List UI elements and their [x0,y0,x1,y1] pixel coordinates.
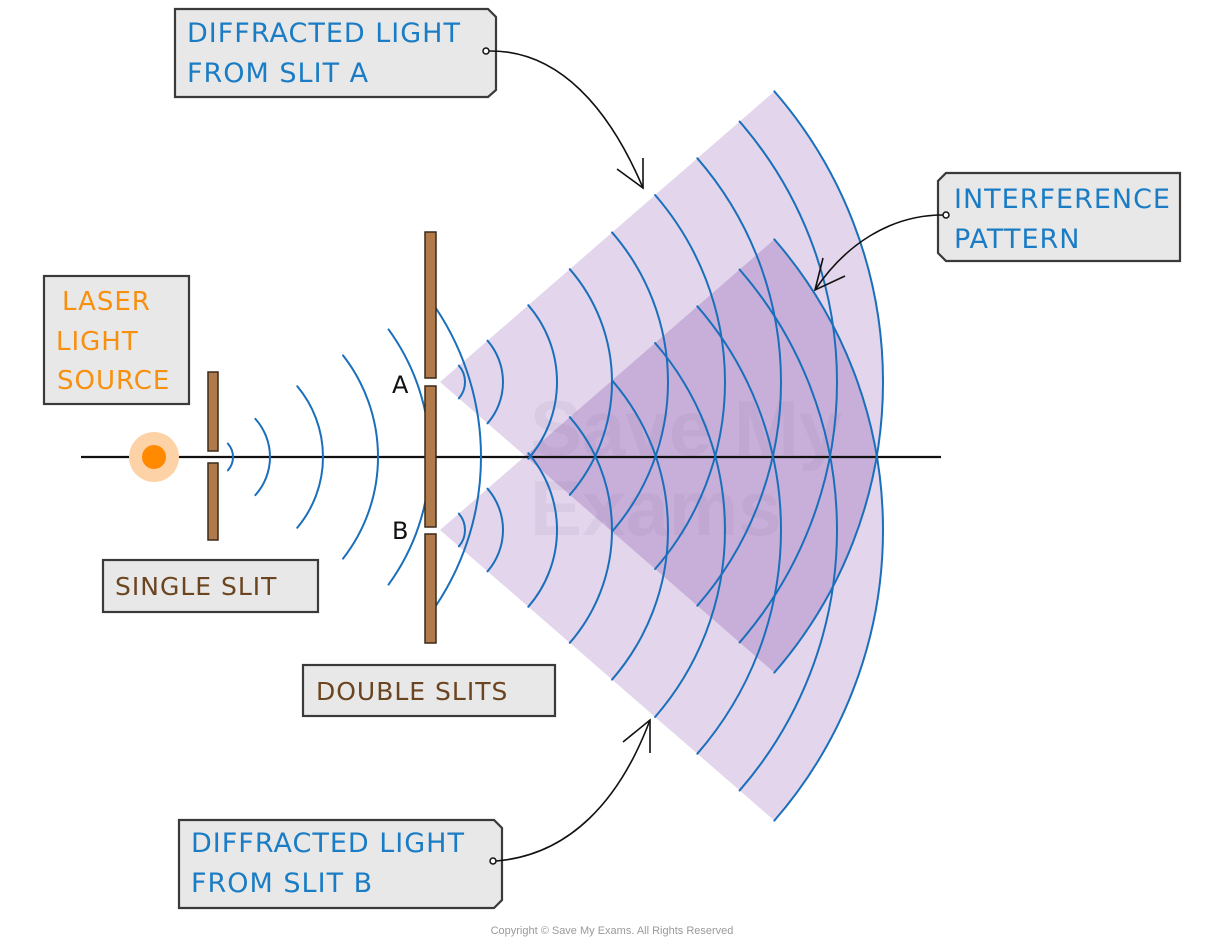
slit-a-label: A [392,371,409,399]
label-diffracted-light-b: DIFFRACTED LIGHT FROM SLIT B [177,818,504,910]
slit-b-wavefront [654,342,726,718]
slit-a-wavefront [773,90,884,674]
label-line-3: SOURCE [57,366,170,396]
slit-b-wavefront [611,379,669,681]
label-laser-light-source: LASER LIGHT SOURCE [42,274,191,406]
tag-box [173,7,498,99]
single-slit-barrier [207,371,219,541]
single-slit-wavefront [226,442,234,472]
watermark-line-1: Save My [530,384,842,472]
arrow-to-slit-a-wave [488,50,644,189]
slit-b-wavefront [568,416,613,644]
label-text: DOUBLE SLITS [316,677,508,706]
watermark-line-2: Exams [530,464,782,552]
single-slit-wavefronts [226,298,482,616]
label-text: SINGLE SLIT [115,572,277,601]
label-line-2: LIGHT [56,327,139,357]
label-interference-pattern: INTERFERENCE PATTERN [936,171,1182,263]
single-slit-upper-plate [207,371,219,452]
label-line-2: FROM SLIT B [191,868,373,899]
arrow-head [813,257,846,292]
interference-overlap-region [440,239,883,673]
arrow-head [616,158,644,190]
slit-b-wavefront [696,305,782,755]
tag-box [936,171,1182,263]
single-slit-wavefront [342,354,379,560]
slit-a-wavefront [738,120,838,644]
arrow-to-interference [814,214,944,291]
tag-box [301,663,557,718]
arrow-to-slit-b-wave [495,719,651,862]
slit-a-wavefronts [457,90,884,674]
single-slit-wavefront [296,385,324,529]
label-double-slits: DOUBLE SLITS [301,663,557,718]
tag-pin [482,47,490,55]
slit-b-wavefronts [457,238,884,822]
label-diffracted-light-a: DIFFRACTED LIGHT FROM SLIT A [173,7,498,99]
slit-a-wavefront [696,157,782,607]
slit-b-wavefront [773,238,884,822]
slit-a-wavefront [486,339,504,425]
slit-b-label: B [392,517,408,545]
tag-box [101,558,320,614]
label-single-slit: SINGLE SLIT [101,558,320,614]
label-line-2: FROM SLIT A [187,58,369,89]
label-line-1: DIFFRACTED LIGHT [187,18,461,49]
tag-box [177,818,504,910]
slit-a-wavefront [568,268,613,496]
slit-b-wavefront [486,487,504,573]
slit-b-wavefront [738,268,838,792]
tag-box [42,274,191,406]
laser-source [129,432,179,482]
label-line-2: PATTERN [954,224,1080,255]
double-slit-bottom-plate [424,533,437,644]
label-line-1: INTERFERENCE [954,184,1171,215]
double-slit-top-plate [424,231,437,379]
arrow-head [622,718,651,753]
label-line-1: DIFFRACTED LIGHT [191,828,465,859]
double-slit-middle-plate [424,385,437,528]
slit-a-wavefront [654,194,726,570]
copyright-notice: Copyright © Save My Exams. All Rights Re… [491,925,734,937]
tag-pin [942,211,950,219]
single-slit-wavefront [428,298,482,616]
laser-core [142,445,166,469]
tag-pin [489,857,497,865]
single-slit-wavefront [254,417,271,497]
diffraction-regions [440,91,884,821]
slit-a-wavefront [457,364,466,400]
single-slit-lower-plate [207,462,219,541]
label-line-1: LASER [62,287,151,317]
slit-a-wavefront [611,231,669,533]
slit-b-wavefront [457,512,466,548]
slit-b-wavefront [527,452,558,608]
double-slit-barrier [424,231,437,644]
slit-a-wavefront [527,304,558,460]
